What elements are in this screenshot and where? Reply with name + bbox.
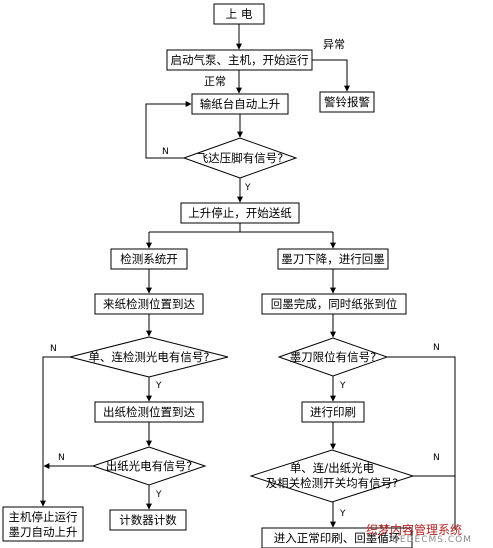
label-foot-no: N bbox=[162, 147, 169, 157]
node-power-on: 上 电 bbox=[213, 3, 265, 25]
label-all-yes: Y bbox=[339, 509, 346, 519]
node-ink-return-done: 回墨完成，同时纸张到位 bbox=[261, 293, 407, 315]
node-stop-rise-feed-label: 上升停止，开始送纸 bbox=[188, 206, 292, 220]
node-normal-print: 进入正常印刷、回墨循环 bbox=[261, 527, 413, 548]
edge-sd-no-to-stop bbox=[40, 356, 70, 507]
node-table-auto-rise: 输纸台自动上升 bbox=[191, 93, 289, 115]
node-printing: 进行印刷 bbox=[301, 401, 365, 423]
decision-all-switch-signal-label-1: 单、连/出纸光电 bbox=[290, 461, 375, 475]
label-photo-no: N bbox=[58, 453, 65, 463]
node-paper-out-pos-label: 出纸检测位置到达 bbox=[103, 405, 195, 419]
label-limit-no: N bbox=[433, 343, 440, 353]
decision-out-photo-signal-label: 出纸光电有信号? bbox=[106, 459, 193, 473]
node-detect-on-label: 检测系统开 bbox=[120, 252, 178, 266]
decision-single-double-signal-label: 单、连检测光电有信号? bbox=[88, 350, 209, 364]
node-host-stop-label-2: 墨刀自动上升 bbox=[9, 525, 78, 539]
node-host-stop: 主机停止运行 墨刀自动上升 bbox=[2, 506, 84, 542]
node-power-on-label: 上 电 bbox=[226, 7, 253, 21]
decision-foot-signal: 飞达压脚有信号? bbox=[182, 137, 298, 179]
node-detect-on: 检测系统开 bbox=[110, 248, 188, 270]
node-alarm-label: 警铃报警 bbox=[324, 95, 370, 109]
decision-knife-limit-signal: 墨刀限位有信号? bbox=[277, 337, 389, 377]
node-paper-arrive-pos-label: 来纸检测位置到达 bbox=[103, 297, 195, 311]
node-start-pump-label: 启动气泵、主机，开始运行 bbox=[171, 53, 309, 67]
decision-foot-signal-label: 飞达压脚有信号? bbox=[197, 151, 284, 165]
node-alarm: 警铃报警 bbox=[319, 91, 375, 113]
node-printing-label: 进行印刷 bbox=[310, 405, 356, 419]
label-abnormal: 异常 bbox=[323, 38, 345, 51]
node-paper-arrive-pos: 来纸检测位置到达 bbox=[94, 293, 204, 315]
label-limit-yes: Y bbox=[339, 381, 346, 391]
node-counter: 计数器计数 bbox=[109, 509, 187, 531]
decision-out-photo-signal: 出纸光电有信号? bbox=[91, 446, 207, 486]
decision-all-switch-signal-label-2: 及相关检测开关均有信号? bbox=[266, 476, 399, 490]
label-all-no: N bbox=[433, 453, 440, 463]
decision-knife-limit-signal-label: 墨刀限位有信号? bbox=[290, 350, 377, 364]
edge-limit-no bbox=[387, 356, 456, 530]
label-photo-yes: Y bbox=[155, 490, 162, 500]
decision-all-switch-signal: 单、连/出纸光电 及相关检测开关均有信号? bbox=[249, 449, 415, 503]
label-normal: 正常 bbox=[204, 75, 226, 88]
node-ink-return-done-label: 回墨完成，同时纸张到位 bbox=[271, 297, 398, 311]
node-paper-out-pos: 出纸检测位置到达 bbox=[94, 401, 204, 423]
node-host-stop-label-1: 主机停止运行 bbox=[9, 510, 78, 524]
label-foot-yes: Y bbox=[244, 183, 251, 193]
node-ink-knife-down: 墨刀下降，进行回墨 bbox=[277, 248, 389, 270]
node-counter-label: 计数器计数 bbox=[119, 513, 177, 527]
label-sd-no: N bbox=[50, 344, 57, 354]
edge-foot-no-loop bbox=[145, 101, 192, 159]
decision-single-double-signal: 单、连检测光电有信号? bbox=[69, 336, 229, 378]
node-stop-rise-feed: 上升停止，开始送纸 bbox=[180, 202, 300, 224]
node-start-pump: 启动气泵、主机，开始运行 bbox=[166, 49, 313, 71]
node-normal-print-label: 进入正常印刷、回墨循环 bbox=[274, 531, 401, 545]
edge-start-to-alarm bbox=[312, 59, 350, 92]
label-sd-yes: Y bbox=[155, 381, 162, 391]
node-ink-knife-down-label: 墨刀下降，进行回墨 bbox=[281, 252, 385, 266]
node-table-auto-rise-label: 输纸台自动上升 bbox=[200, 97, 281, 111]
